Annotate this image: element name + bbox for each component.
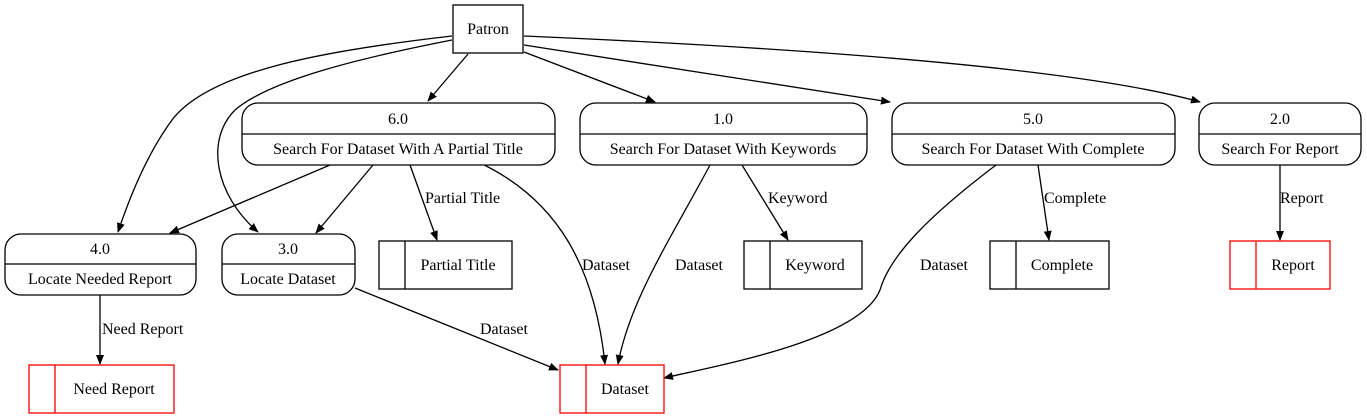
flow-complete-search-to-complete-store: [1037, 164, 1052, 241]
store-keyword[interactable]: Keyword: [743, 240, 863, 290]
flow-label-need-report: Need Report: [102, 321, 184, 338]
process-2-0[interactable]: 2.0 Search For Report: [1198, 102, 1362, 166]
flow-label-locate-dataset-dataset: Dataset: [480, 321, 529, 338]
process-number: 6.0: [388, 111, 408, 128]
patron-entity[interactable]: Patron: [452, 4, 524, 54]
flow-partial-search-to-locate-needed-report: [169, 164, 331, 234]
process-name: Search For Dataset With Keywords: [610, 141, 837, 158]
flow-partial-search-to-dataset-store: [477, 161, 609, 365]
process-number: 5.0: [1023, 111, 1043, 128]
flows: [96, 35, 1284, 380]
flow-keyword-search-to-keyword-store: [741, 164, 789, 241]
flow-label-keyword-search-dataset: Dataset: [675, 257, 724, 274]
store-label: Complete: [1031, 257, 1093, 274]
store-report[interactable]: Report: [1229, 240, 1331, 290]
process-3-0[interactable]: 3.0 Locate Dataset: [221, 233, 356, 296]
flow-label-partial-title: Partial Title: [425, 190, 500, 207]
flow-labels: Partial Title Dataset Dataset Keyword Da…: [102, 190, 1324, 338]
process-name: Search For Dataset With A Partial Title: [273, 141, 523, 158]
flow-patron-to-report-search: [523, 35, 1201, 104]
flow-locate-dataset-to-dataset-store: [354, 287, 559, 371]
process-number: 4.0: [90, 241, 110, 258]
flow-complete-search-to-dataset-store: [663, 164, 997, 380]
process-name: Locate Dataset: [240, 271, 336, 288]
process-number: 2.0: [1270, 111, 1290, 128]
process-name: Search For Dataset With Complete: [921, 141, 1144, 158]
flow-patron-to-locate-needed-report: [117, 35, 453, 233]
flow-partial-search-to-locate-dataset: [315, 164, 374, 234]
flow-patron-to-keyword-search: [523, 51, 656, 103]
flow-label-complete: Complete: [1044, 190, 1106, 207]
store-label: Partial Title: [420, 257, 495, 274]
process-5-0[interactable]: 5.0 Search For Dataset With Complete: [891, 102, 1176, 166]
store-label: Dataset: [601, 381, 650, 398]
process-4-0[interactable]: 4.0 Locate Needed Report: [4, 233, 197, 296]
flow-label-complete-search-dataset: Dataset: [920, 257, 969, 274]
flow-label-report: Report: [1280, 190, 1324, 207]
store-complete[interactable]: Complete: [989, 240, 1110, 290]
process-6-0[interactable]: 6.0 Search For Dataset With A Partial Ti…: [241, 102, 556, 166]
flow-keyword-search-to-dataset-store: [615, 164, 711, 365]
flow-patron-to-locate-dataset: [217, 39, 453, 233]
process-number: 1.0: [713, 111, 733, 128]
process-number: 3.0: [278, 241, 298, 258]
flow-label-partial-search-dataset: Dataset: [582, 257, 631, 274]
store-partial-title[interactable]: Partial Title: [378, 240, 513, 290]
process-1-0[interactable]: 1.0 Search For Dataset With Keywords: [579, 102, 868, 166]
patron-label: Patron: [467, 21, 509, 38]
process-name: Locate Needed Report: [28, 271, 172, 288]
flow-patron-to-partial-title-search: [427, 53, 469, 102]
store-need-report[interactable]: Need Report: [28, 364, 175, 414]
store-label: Report: [1271, 257, 1315, 274]
flow-partial-search-to-partial-title-store: [409, 164, 438, 241]
flow-label-keyword: Keyword: [768, 190, 828, 207]
flow-patron-to-complete-search: [523, 44, 891, 105]
process-name: Search For Report: [1221, 141, 1339, 158]
store-dataset[interactable]: Dataset: [559, 364, 665, 414]
store-label: Keyword: [785, 257, 845, 274]
store-label: Need Report: [73, 381, 155, 398]
